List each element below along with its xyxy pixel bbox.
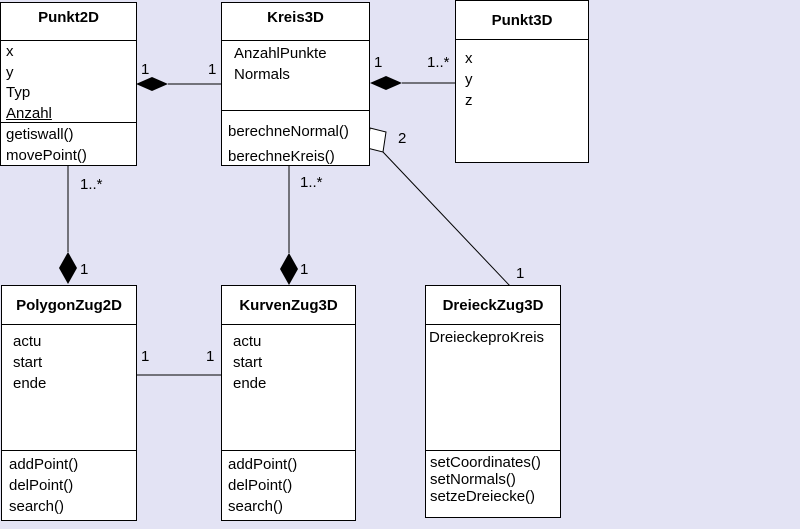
composition-diamond-polygonzug2d: [59, 252, 77, 284]
attribute-ende: ende: [233, 375, 267, 392]
multiplicity-label: 1: [374, 54, 383, 71]
class-dreieckzug3d[interactable]: DreieckZug3D DreieckeproKreis setCoordin…: [425, 285, 561, 518]
operation-delpoint: delPoint(): [9, 477, 74, 494]
assoc-kreis3d-dreieckzug3d: [382, 151, 511, 287]
attribute-anzahlpunkte: AnzahlPunkte: [234, 45, 327, 62]
multiplicity-label: 1: [208, 61, 217, 78]
class-kreis3d[interactable]: Kreis3D AnzahlPunkte Normals berechneNor…: [221, 2, 370, 166]
multiplicity-label: 1..*: [300, 174, 323, 191]
attribute-y: y: [465, 71, 473, 88]
operation-setcoordinates: setCoordinates(): [430, 454, 541, 471]
class-kreis3d-operations: berechneNormal() berechneKreis(): [222, 110, 369, 165]
operation-getiswall: getiswall(): [6, 126, 74, 143]
operation-berechnenormal: berechneNormal(): [228, 123, 349, 140]
class-punkt3d-attributes: x y z: [456, 40, 588, 162]
class-polygonzug2d-attributes: actu start ende: [2, 325, 136, 450]
multiplicity-label: 1: [80, 261, 89, 278]
operation-addpoint: addPoint(): [228, 456, 298, 473]
class-kreis3d-name: Kreis3D: [222, 3, 369, 41]
class-dreieckzug3d-operations: setCoordinates() setNormals() setzeDreie…: [426, 450, 560, 517]
class-punkt3d-name: Punkt3D: [456, 1, 588, 40]
operation-movepoint: movePoint(): [6, 147, 87, 164]
class-kurvenzug3d-name: KurvenZug3D: [222, 286, 355, 325]
class-punkt3d[interactable]: Punkt3D x y z: [455, 0, 589, 163]
attribute-anzahl: Anzahl: [6, 104, 52, 122]
class-dreieckzug3d-attributes: DreieckeproKreis: [426, 325, 560, 450]
attribute-z: z: [465, 92, 473, 109]
multiplicity-label: 1..*: [80, 176, 103, 193]
operation-setzedreiecke: setzeDreiecke(): [430, 488, 536, 505]
composition-diamond-kurvenzug3d: [280, 253, 298, 285]
class-punkt2d[interactable]: Punkt2D x y Typ Anzahl getiswall() moveP…: [0, 2, 137, 166]
attribute-actu: actu: [233, 333, 262, 350]
multiplicity-label: 1: [516, 265, 525, 282]
attribute-actu: actu: [13, 333, 42, 350]
attribute-dreieckeprokreis: DreieckeproKreis: [429, 329, 545, 346]
multiplicity-label: 1: [141, 61, 150, 78]
multiplicity-label: 2: [398, 130, 407, 147]
attribute-x: x: [6, 43, 14, 60]
class-polygonzug2d[interactable]: PolygonZug2D actu start ende addPoint() …: [1, 285, 137, 521]
attribute-typ: Typ: [6, 84, 31, 101]
attribute-start: start: [233, 354, 263, 371]
class-punkt2d-name: Punkt2D: [1, 3, 136, 41]
class-dreieckzug3d-name: DreieckZug3D: [426, 286, 560, 325]
operation-search: search(): [9, 498, 65, 515]
operation-berechnekreis: berechneKreis(): [228, 148, 335, 165]
multiplicity-label: 1: [206, 348, 215, 365]
multiplicity-label: 1: [141, 348, 150, 365]
class-kreis3d-attributes: AnzahlPunkte Normals: [222, 41, 369, 111]
operation-delpoint: delPoint(): [228, 477, 293, 494]
class-kurvenzug3d[interactable]: KurvenZug3D actu start ende addPoint() d…: [221, 285, 356, 521]
operation-setnormals: setNormals(): [430, 471, 516, 488]
operation-addpoint: addPoint(): [9, 456, 79, 473]
class-kurvenzug3d-attributes: actu start ende: [222, 325, 355, 450]
composition-diamond-kreis3d-right: [370, 76, 402, 90]
multiplicity-label: 1..*: [427, 54, 450, 71]
class-punkt2d-attributes: x y Typ Anzahl: [1, 41, 136, 123]
attribute-y: y: [6, 63, 14, 81]
multiplicity-label: 1: [300, 261, 309, 278]
attribute-start: start: [13, 354, 43, 371]
composition-diamond-punkt2d: [136, 77, 168, 91]
attribute-ende: ende: [13, 375, 47, 392]
class-kurvenzug3d-operations: addPoint() delPoint() search(): [222, 450, 355, 520]
class-polygonzug2d-name: PolygonZug2D: [2, 286, 136, 325]
attribute-normals: Normals: [234, 66, 290, 83]
operation-search: search(): [228, 498, 284, 515]
attribute-x: x: [465, 50, 473, 67]
class-punkt2d-operations: getiswall() movePoint(): [1, 122, 136, 165]
class-polygonzug2d-operations: addPoint() delPoint() search(): [2, 450, 136, 520]
